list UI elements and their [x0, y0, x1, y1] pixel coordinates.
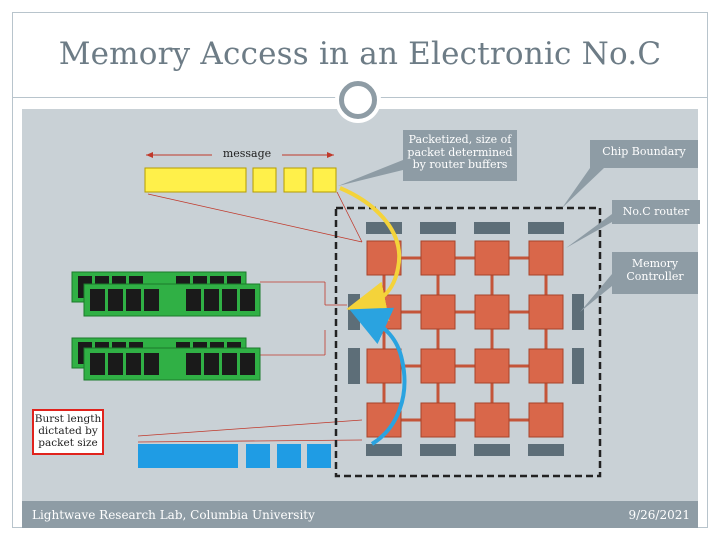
footer-bar: [22, 501, 698, 528]
burst-block: [246, 444, 270, 468]
memory-controller: [572, 348, 584, 384]
noc-router: [366, 348, 402, 384]
chip-boundary: [334, 206, 602, 478]
memory-controller: [528, 222, 564, 234]
noc-router: [366, 294, 402, 330]
memory-controller: [348, 348, 360, 384]
message-block: [252, 167, 277, 193]
message-block: [312, 167, 337, 193]
chip-boundary-callout: [562, 140, 698, 208]
noc-router: [474, 402, 510, 438]
noc-router: [528, 348, 564, 384]
dimm-module: [83, 347, 261, 381]
packetized-label: Packetized, size of packet determined by…: [407, 133, 513, 172]
chip-boundary-label: Chip Boundary: [602, 145, 686, 158]
request-arrow: [339, 186, 402, 321]
noc-router: [528, 402, 564, 438]
memory-controller-callout: [580, 252, 698, 312]
memory-controller: [420, 444, 456, 456]
response-arrow: [349, 307, 407, 446]
message-blocks: [144, 167, 337, 193]
memory-controller: [366, 222, 402, 234]
noc-router: [474, 348, 510, 384]
noc-router: [420, 294, 456, 330]
burst-block: [307, 444, 331, 468]
noc-router: [420, 348, 456, 384]
message-label: message: [222, 147, 272, 160]
memory-controller: [474, 222, 510, 234]
noc-router-callout: [566, 200, 700, 248]
memory-controller: [366, 444, 402, 456]
noc-router: [420, 402, 456, 438]
footer-org: Lightwave Research Lab, Columbia Univers…: [32, 508, 315, 522]
memory-controller: [348, 294, 360, 330]
dimm-module: [83, 283, 261, 317]
router-links: [382, 256, 548, 422]
noc-routers: [366, 240, 564, 438]
memory-controller: [528, 444, 564, 456]
burst-blocks: [138, 444, 331, 468]
noc-router-label: No.C router: [622, 205, 690, 218]
noc-router: [528, 240, 564, 276]
message-block: [144, 167, 247, 193]
footer-date: 9/26/2021: [628, 508, 690, 522]
noc-router: [528, 294, 564, 330]
burst-block: [138, 444, 238, 468]
memory-controller: [420, 222, 456, 234]
packetized-callout: [338, 130, 517, 186]
noc-router: [474, 294, 510, 330]
slide-title: Memory Access in an Electronic No.C: [58, 36, 662, 72]
noc-router: [420, 240, 456, 276]
title-ring-ornament: [339, 81, 377, 119]
burst-block: [277, 444, 301, 468]
connector-lines: [137, 191, 363, 443]
memory-controller: [572, 294, 584, 330]
burst-length-note: Burst length dictated by packet size: [32, 409, 104, 455]
memory-controller-label: Memory Controller: [626, 257, 684, 283]
noc-router: [474, 240, 510, 276]
message-dimension: [146, 152, 334, 158]
memory-controller: [474, 444, 510, 456]
message-block: [283, 167, 307, 193]
